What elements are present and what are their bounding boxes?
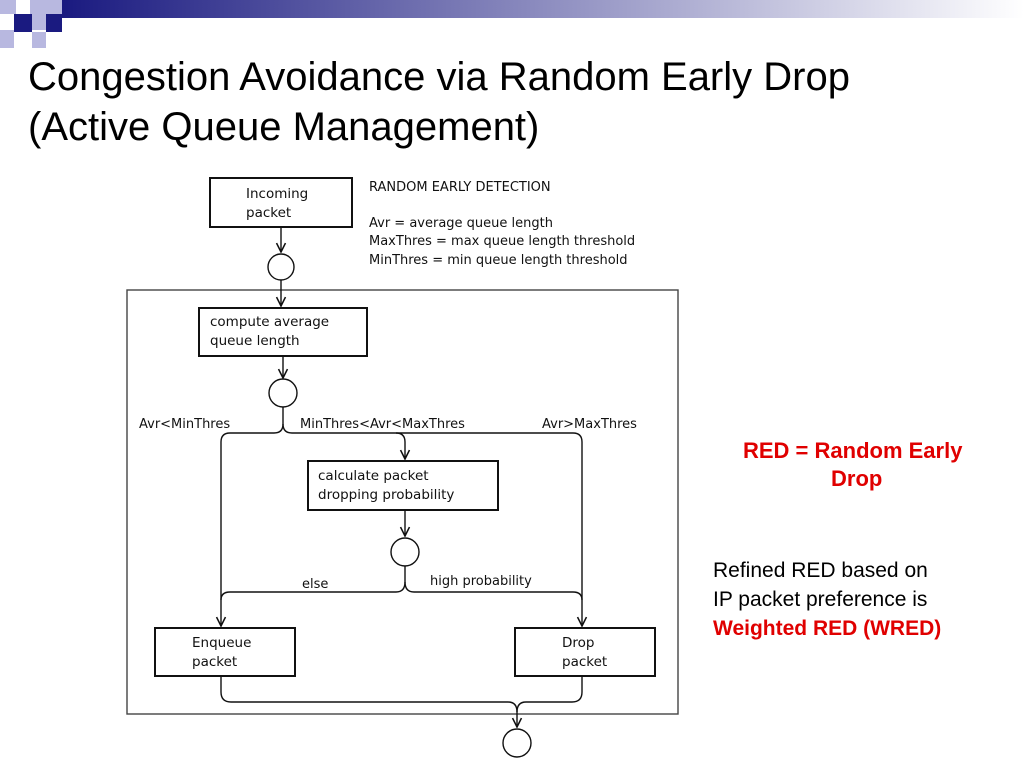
corner-square xyxy=(16,0,30,14)
red-definition-line: RED = Random Early xyxy=(743,438,963,463)
calculate-label: dropping probability xyxy=(318,487,454,503)
corner-square xyxy=(14,14,32,32)
flow-arrow xyxy=(220,676,517,727)
high-probability-label: high probability xyxy=(430,574,532,589)
legend-item: MaxThres = max queue length threshold xyxy=(369,234,635,249)
corner-square xyxy=(0,30,14,48)
legend-title: RANDOM EARLY DETECTION xyxy=(369,180,551,195)
node-circle xyxy=(267,253,295,281)
wred-note-line: Refined RED based on xyxy=(713,559,928,582)
red-definition-line: Drop xyxy=(831,466,883,491)
calculate-label: calculate packet xyxy=(318,468,429,484)
incoming-label: Incoming xyxy=(246,186,308,202)
corner-square xyxy=(46,14,62,32)
wred-note: Refined RED based on IP packet preferenc… xyxy=(713,556,1013,643)
wred-note-line: IP packet preference is xyxy=(713,588,928,611)
flow-arrow xyxy=(220,566,406,601)
title-line: (Active Queue Management) xyxy=(28,105,540,149)
enqueue-packet-box xyxy=(154,627,296,677)
legend-item: Avr = average queue length xyxy=(369,216,553,231)
red-definition: RED = Random Early Drop xyxy=(735,437,1010,493)
drop-packet-box xyxy=(514,627,656,677)
corner-square xyxy=(0,0,16,14)
incoming-label: packet xyxy=(246,205,291,221)
corner-decoration xyxy=(0,0,1024,48)
branch-label: Avr>MaxThres xyxy=(542,417,637,432)
flow-arrow xyxy=(396,432,582,626)
red-frame xyxy=(126,289,679,715)
drop-label: Drop xyxy=(562,635,594,651)
node-circle xyxy=(502,728,532,758)
calculate-probability-box xyxy=(307,460,499,511)
corner-square xyxy=(30,0,46,14)
corner-square xyxy=(46,0,62,14)
else-label: else xyxy=(302,577,328,592)
branch-label: MinThres<Avr<MaxThres xyxy=(300,417,465,432)
node-circle xyxy=(268,378,298,408)
drop-label: packet xyxy=(562,654,607,670)
flow-arrow xyxy=(404,581,583,601)
flow-arrow xyxy=(282,407,405,459)
flow-arrow xyxy=(221,423,284,626)
compute-label: queue length xyxy=(210,333,300,349)
page-title: Congestion Avoidance via Random Early Dr… xyxy=(28,52,1008,152)
title-line: Congestion Avoidance via Random Early Dr… xyxy=(28,55,850,99)
wred-term: Weighted RED (WRED) xyxy=(713,617,942,640)
node-circle xyxy=(390,537,420,567)
corner-square xyxy=(32,14,46,30)
flow-arrow xyxy=(516,676,583,713)
enqueue-label: Enqueue xyxy=(192,635,251,651)
header-gradient-bar xyxy=(62,0,1024,18)
legend-item: MinThres = min queue length threshold xyxy=(369,253,628,268)
branch-label: Avr<MinThres xyxy=(139,417,230,432)
compute-label: compute average xyxy=(210,314,329,330)
corner-square xyxy=(32,32,46,48)
enqueue-label: packet xyxy=(192,654,237,670)
